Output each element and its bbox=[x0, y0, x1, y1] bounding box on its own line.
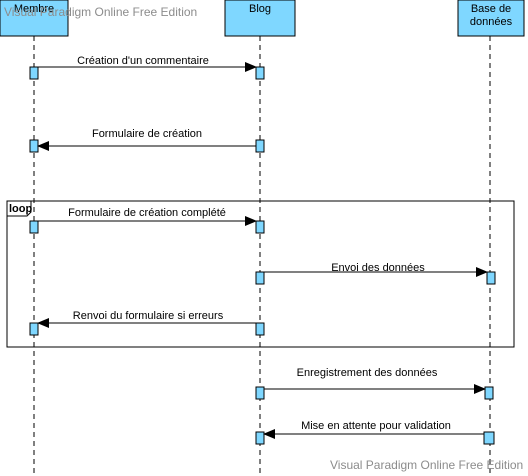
activation-membre-3 bbox=[29, 220, 39, 234]
message-mise-en-attente: Mise en attente pour validation bbox=[263, 420, 484, 439]
message-creation-commentaire: Création d'un commentaire bbox=[38, 55, 257, 72]
participant-membre[interactable]: Membre bbox=[0, 0, 69, 37]
activation-blog-3 bbox=[255, 220, 265, 234]
message-enregistrement-donnees: Enregistrement des données bbox=[264, 367, 486, 394]
activation-bdd-6 bbox=[484, 386, 494, 400]
activation-membre-1 bbox=[29, 66, 39, 80]
message-renvoi-formulaire-label: Renvoi du formulaire si erreurs bbox=[73, 310, 224, 322]
loop-label: loop bbox=[9, 203, 32, 215]
message-enregistrement-donnees-label: Enregistrement des données bbox=[297, 367, 438, 379]
activation-membre-2 bbox=[29, 139, 39, 153]
watermark-bottom: Visual Paradigm Online Free Edition bbox=[330, 458, 523, 472]
message-mise-en-attente-label: Mise en attente pour validation bbox=[301, 420, 451, 432]
activation-bdd-7 bbox=[483, 431, 495, 445]
participant-bdd[interactable]: Base de données bbox=[457, 0, 525, 37]
message-formulaire-complete-label: Formulaire de création complété bbox=[68, 207, 226, 219]
activation-membre-5 bbox=[29, 322, 39, 336]
activation-blog-6 bbox=[255, 386, 265, 400]
activation-blog-1 bbox=[255, 66, 265, 80]
participant-bdd-label-line2: données bbox=[470, 16, 513, 28]
watermark-top: Visual Paradigm Online Free Edition bbox=[4, 5, 197, 19]
participant-membre-label: Membre bbox=[14, 3, 54, 15]
message-renvoi-formulaire: Renvoi du formulaire si erreurs bbox=[37, 310, 256, 328]
message-creation-commentaire-label: Création d'un commentaire bbox=[77, 55, 209, 67]
message-envoi-donnees-label: Envoi des données bbox=[331, 262, 425, 274]
activation-bdd-4 bbox=[486, 271, 496, 285]
participant-blog[interactable]: Blog bbox=[224, 0, 296, 37]
message-formulaire-creation: Formulaire de création bbox=[37, 128, 256, 151]
activation-blog-2 bbox=[255, 139, 265, 153]
participant-blog-label: Blog bbox=[249, 3, 271, 15]
activation-blog-4 bbox=[255, 271, 265, 285]
message-formulaire-creation-label: Formulaire de création bbox=[92, 128, 202, 140]
activation-blog-5 bbox=[255, 322, 265, 336]
message-envoi-donnees: Envoi des données bbox=[264, 262, 488, 277]
loop-fragment: loop bbox=[6, 200, 515, 348]
activation-blog-7 bbox=[255, 431, 265, 445]
participant-bdd-label-line1: Base de bbox=[471, 3, 511, 15]
message-formulaire-complete: Formulaire de création complété bbox=[38, 207, 257, 226]
